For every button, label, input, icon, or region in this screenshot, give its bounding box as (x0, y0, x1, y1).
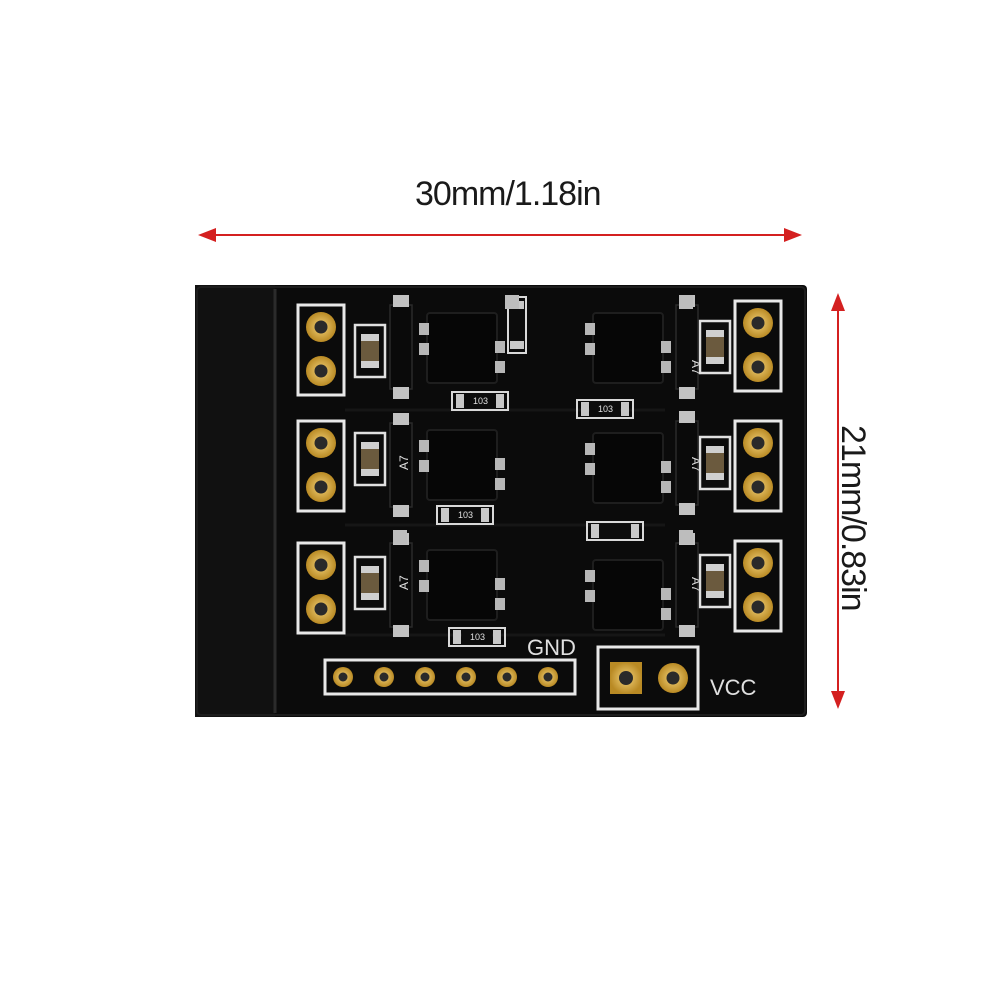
capacitors (353, 319, 732, 611)
diode-marking: A7 (689, 360, 703, 375)
diode-marking: A7 (689, 457, 703, 472)
resistor-code: 103 (598, 404, 613, 414)
vcc-label: VCC (710, 675, 757, 700)
vcc-header (596, 645, 700, 711)
width-dimension-label: 30mm/1.18in (415, 175, 602, 213)
diode-marking: A7 (397, 455, 411, 470)
pcb-board: A7 A7 A7 A7 A7 103 103 103 103 (195, 285, 807, 717)
resistor-code: 103 (470, 632, 485, 642)
height-arrow (831, 293, 845, 709)
gnd-label: GND (527, 635, 576, 660)
left-connector-pads (296, 303, 346, 635)
width-arrow (198, 228, 802, 242)
diodes: A7 A7 A7 A7 A7 (389, 294, 703, 638)
resistors: 103 103 103 103 (436, 296, 644, 647)
resistor-code: 103 (473, 396, 488, 406)
diode-marking: A7 (689, 577, 703, 592)
right-connector-pads (733, 299, 783, 633)
resistor-code: 103 (458, 510, 473, 520)
diode-marking: A7 (397, 575, 411, 590)
gnd-header (323, 658, 577, 696)
